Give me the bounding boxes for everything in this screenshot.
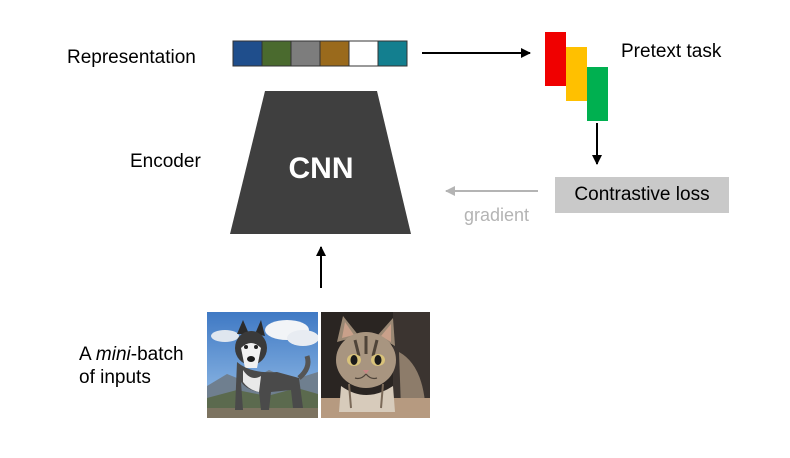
representation-cell <box>319 40 350 67</box>
minibatch-line1: A mini-batch <box>79 344 184 367</box>
pretext-task-label: Pretext task <box>621 41 722 62</box>
cat-photo <box>321 312 430 418</box>
pretext-bar <box>587 67 608 121</box>
husky-photo <box>207 312 318 418</box>
encoder-label: Encoder <box>130 151 201 172</box>
encoder-trapezoid <box>230 91 411 234</box>
pretext-task-bars <box>545 32 608 121</box>
contrastive-loss-box: Contrastive loss <box>555 177 729 213</box>
representation-cell <box>290 40 321 67</box>
cnn-label: CNN <box>288 152 354 185</box>
representation-label: Representation <box>67 47 196 68</box>
representation-vector <box>232 40 408 67</box>
minibatch-label: A mini-batch of inputs <box>79 344 184 390</box>
minibatch-suffix: -batch <box>130 344 184 365</box>
representation-cell <box>232 40 263 67</box>
minibatch-line2: of inputs <box>79 366 151 388</box>
contrastive-loss-label: Contrastive loss <box>574 184 710 205</box>
representation-cell <box>261 40 292 67</box>
minibatch-emphasis: mini <box>95 344 131 365</box>
pretext-bar <box>566 47 587 101</box>
minibatch-prefix: A <box>79 344 96 365</box>
representation-cell <box>377 40 408 67</box>
pretext-bar <box>545 32 566 86</box>
representation-cell <box>348 40 379 67</box>
gradient-label: gradient <box>464 205 530 225</box>
